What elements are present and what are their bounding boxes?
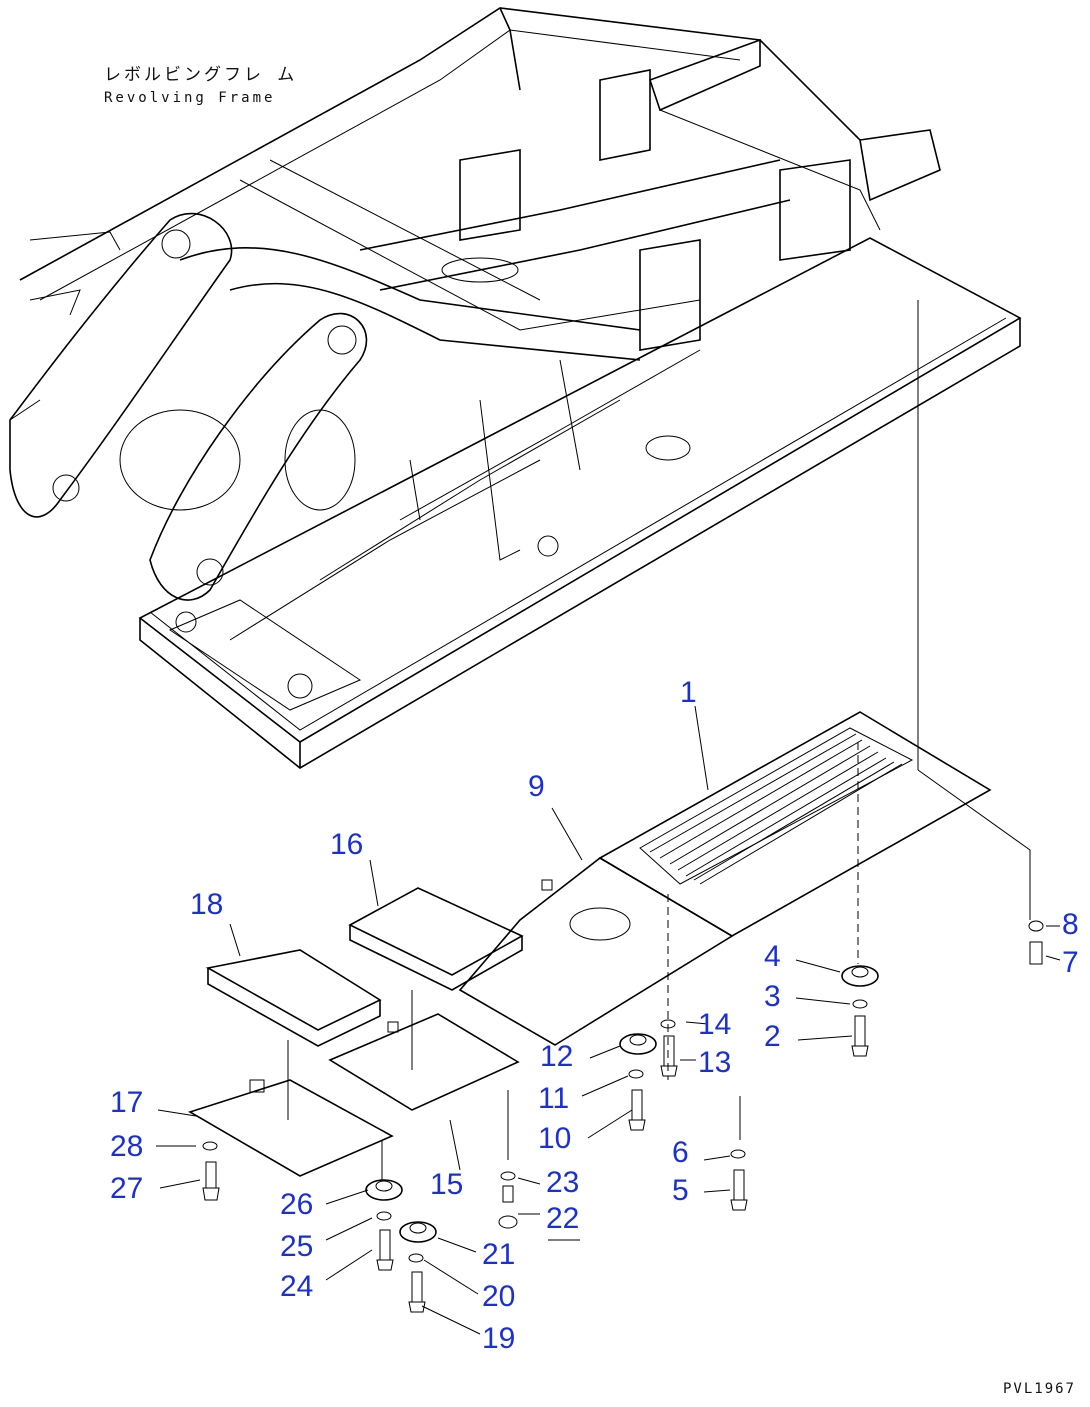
undercover-part-18	[205, 949, 382, 1031]
callout-7: 7	[1062, 946, 1079, 979]
undercover-part-16	[348, 887, 524, 976]
revolving-frame	[9, 7, 1022, 769]
washer-20	[408, 1253, 424, 1263]
callout-25: 25	[280, 1230, 313, 1263]
bolt-2	[851, 1015, 869, 1057]
leader-lines	[156, 705, 1061, 1335]
callout-numbers: 1 2 3 4 5 6 7 8 9 10 11 12 13 14 15 16 1…	[110, 676, 1079, 1355]
callout-9: 9	[528, 770, 545, 803]
washer-6	[730, 1149, 746, 1159]
callout-28: 28	[110, 1130, 143, 1163]
bolt-10	[628, 1089, 646, 1131]
bolt-5	[730, 1169, 748, 1211]
clip-9	[541, 879, 553, 891]
washer-25	[376, 1211, 392, 1221]
callout-3: 3	[764, 980, 781, 1013]
washer-11	[628, 1069, 644, 1079]
undercover-part-1	[598, 711, 992, 937]
bolt-24	[376, 1229, 394, 1271]
drawing-code: PVL1967	[1002, 1381, 1076, 1397]
callout-16: 16	[330, 828, 363, 861]
callout-17: 17	[110, 1086, 143, 1119]
callout-13: 13	[698, 1046, 731, 1079]
callout-8: 8	[1062, 908, 1079, 941]
undercover-part-15	[328, 1013, 520, 1111]
clip-17	[249, 1079, 265, 1093]
callout-12: 12	[540, 1040, 573, 1073]
callout-4: 4	[764, 940, 781, 973]
callout-19: 19	[482, 1322, 515, 1355]
washer-14	[660, 1019, 676, 1029]
bolt-13	[660, 1035, 678, 1077]
callout-15: 15	[430, 1168, 463, 1201]
callout-5: 5	[672, 1174, 689, 1207]
bolt-8-7	[1028, 920, 1044, 965]
undercover-assembly	[188, 711, 1044, 1313]
undercover-part-17	[188, 1079, 394, 1177]
bolt-19	[408, 1271, 426, 1313]
mount-12	[619, 1033, 657, 1055]
callout-14: 14	[698, 1008, 731, 1041]
callout-27: 27	[110, 1172, 143, 1205]
callout-10: 10	[538, 1122, 571, 1155]
callout-26: 26	[280, 1188, 313, 1221]
bolt-27	[202, 1161, 220, 1201]
mesh-grille	[639, 727, 914, 885]
callout-20: 20	[482, 1280, 515, 1313]
callout-11: 11	[538, 1082, 569, 1115]
frame-label-english: Revolving Frame	[104, 90, 276, 106]
callout-6: 6	[672, 1136, 689, 1169]
callout-23: 23	[546, 1166, 579, 1199]
spring-22	[498, 1185, 518, 1229]
washer-23	[500, 1171, 516, 1181]
washer-3	[852, 999, 868, 1009]
frame-label-japanese: レボルビングフレ ム	[104, 65, 298, 85]
callout-22: 22	[546, 1202, 579, 1235]
washer-28	[202, 1141, 218, 1151]
callout-24: 24	[280, 1270, 313, 1303]
callout-2: 2	[764, 1020, 781, 1053]
callout-21: 21	[482, 1238, 515, 1271]
mount-4	[841, 965, 879, 987]
mount-26	[365, 1179, 403, 1201]
callout-18: 18	[190, 888, 223, 921]
callout-1: 1	[680, 676, 697, 709]
undercover-part-9	[458, 857, 734, 1046]
clip-15	[387, 1021, 399, 1033]
mount-21	[399, 1221, 437, 1243]
